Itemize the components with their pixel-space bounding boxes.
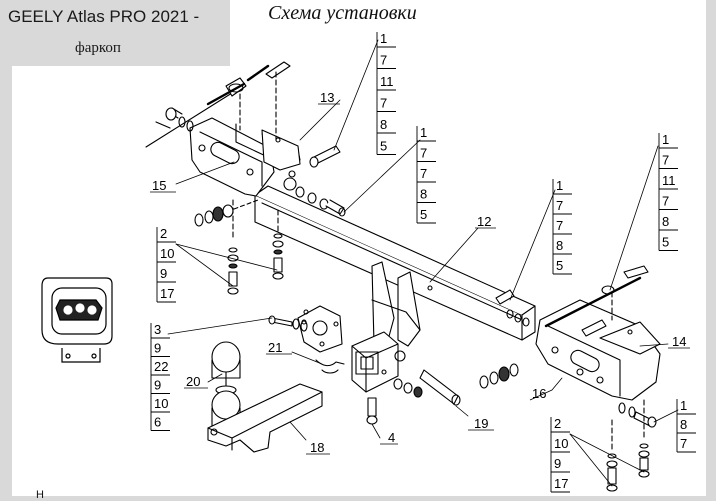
- stack-b-item: 5: [420, 207, 427, 222]
- socket-plate: [297, 305, 345, 374]
- stack-a-item: 7: [380, 96, 387, 111]
- stack-a: 1 7 11 7 8 5: [376, 31, 396, 155]
- stack-c: 1 7 7 8 5: [552, 178, 572, 275]
- label-14: 14: [672, 334, 686, 349]
- bolt-4: [366, 397, 378, 425]
- stack-b-item: 1: [420, 125, 427, 140]
- stack-b-item: 7: [420, 166, 427, 181]
- stack-g-item: 1: [680, 398, 687, 413]
- stack-f-item: 6: [154, 415, 161, 430]
- stack-a-item: 5: [380, 139, 387, 154]
- stack-a-item: 1: [380, 31, 387, 46]
- frame-left: [0, 66, 12, 501]
- stack-d-item: 7: [662, 194, 669, 209]
- product-title: GEELY Atlas PRO 2021 -: [8, 7, 200, 26]
- stack-e-item: 9: [160, 266, 167, 281]
- stack-h-item: 17: [554, 476, 568, 491]
- stack-h-item: 10: [554, 436, 568, 451]
- stack-d-item: 11: [662, 173, 676, 188]
- stack-e: 2 10 9 17: [156, 226, 176, 303]
- stack-d-item: 7: [662, 153, 669, 168]
- label-21: 21: [268, 340, 282, 355]
- stack-d-item: 5: [662, 235, 669, 250]
- bottom-text: Н: [36, 489, 44, 501]
- stack-h-item: 9: [554, 456, 561, 471]
- stack-g: 1 8 7: [676, 398, 696, 453]
- stack-c-item: 7: [556, 198, 563, 213]
- stack-g-item: 8: [680, 417, 687, 432]
- stack-a-item: 7: [380, 53, 387, 68]
- scheme-title: Схема установки: [268, 2, 417, 24]
- stack-f-item: 10: [154, 396, 168, 411]
- product-subtitle: фаркоп: [75, 40, 121, 56]
- crossbar: [254, 185, 536, 341]
- hitch-housing: [351, 261, 421, 393]
- stack-c-item: 5: [556, 258, 563, 273]
- stack-f: 3 9 22 9 10 6: [150, 322, 170, 431]
- label-13: 13: [320, 90, 334, 105]
- stack-f-item: 9: [154, 341, 161, 356]
- bolts-right-bottom: [606, 399, 657, 492]
- frame-bottom: [0, 496, 716, 501]
- frame-right: [706, 0, 716, 501]
- stack-h: 2 10 9 17: [550, 416, 570, 493]
- tow-ball: [211, 341, 241, 427]
- label-15: 15: [152, 178, 166, 193]
- stack-e-item: 17: [160, 286, 174, 301]
- leader-lines: [167, 39, 679, 487]
- part-labels: 13 15 12 14 16 21 20 18 4 19: [150, 90, 690, 455]
- washers-left: [194, 199, 259, 227]
- left-plate: [261, 129, 301, 171]
- stack-c-item: 8: [556, 238, 563, 253]
- washers-pin: [393, 378, 423, 398]
- stack-c-item: 7: [556, 218, 563, 233]
- label-12: 12: [477, 214, 491, 229]
- right-bracket: [535, 299, 661, 401]
- stack-d: 1 7 11 7 8 5: [658, 132, 678, 251]
- socket-icon: [41, 277, 113, 363]
- washers-right: [479, 265, 649, 389]
- label-20: 20: [186, 374, 200, 389]
- header-box: [0, 0, 230, 66]
- bolt-top-left: [145, 61, 291, 148]
- stack-f-item: 9: [154, 378, 161, 393]
- stack-e-item: 10: [160, 246, 174, 261]
- part-stacks: 1711785177851778517117852109173922910618…: [150, 31, 696, 493]
- label-4: 4: [388, 430, 395, 445]
- ball-mount: [207, 383, 323, 453]
- washers-center: [295, 186, 346, 217]
- pin: [419, 369, 461, 406]
- stack-g-item: 7: [680, 436, 687, 451]
- stack-b-item: 7: [420, 146, 427, 161]
- stack-a-item: 8: [380, 117, 387, 132]
- stack-b-item: 8: [420, 187, 427, 202]
- stack-c-item: 1: [556, 178, 563, 193]
- bolt-upper: [309, 145, 341, 168]
- stack-a-item: 11: [380, 74, 394, 89]
- stack-b: 1 7 7 8 5: [416, 125, 436, 224]
- stack-d-item: 8: [662, 214, 669, 229]
- stack-d-item: 1: [662, 132, 669, 147]
- label-19: 19: [474, 416, 488, 431]
- stack-h-item: 2: [554, 416, 561, 431]
- label-18: 18: [310, 440, 324, 455]
- stack-e-item: 2: [160, 226, 167, 241]
- stack-f-item: 3: [154, 322, 161, 337]
- stack-f-item: 22: [154, 359, 168, 374]
- bolts-left-bottom: [227, 199, 284, 295]
